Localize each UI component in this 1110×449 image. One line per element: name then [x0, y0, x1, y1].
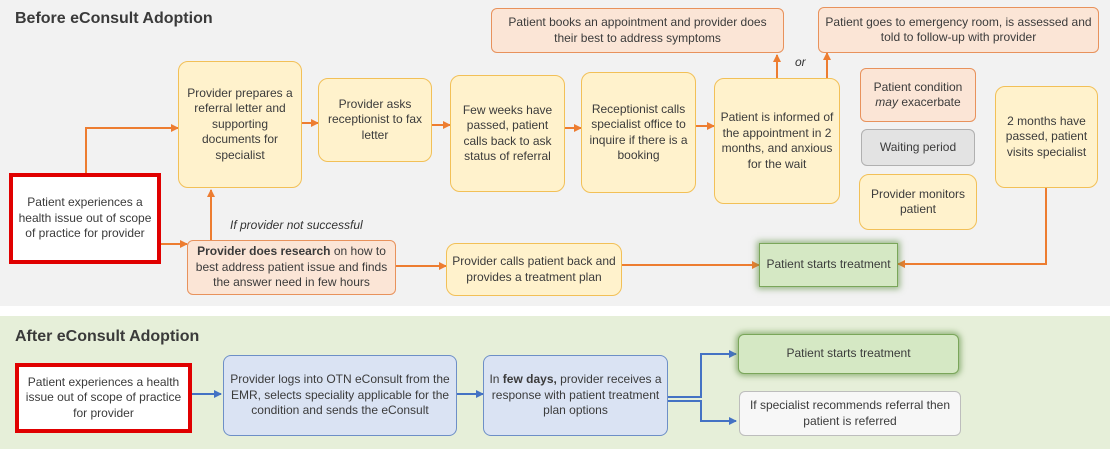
after-patient-issue-box: Patient experiences a health issue out o… [15, 363, 192, 433]
response-bold: few days, [502, 372, 557, 387]
waiting-period-box: Waiting period [861, 129, 975, 166]
informed-box: Patient is informed of the appointment i… [714, 78, 840, 204]
arrow-issue-to-referral [85, 124, 179, 174]
two-months-box: 2 months have passed, patient visits spe… [995, 86, 1098, 188]
fax-letter-text: Provider asks receptionist to fax letter [327, 96, 423, 142]
before-patient-issue-box: Patient experiences a health issue out o… [9, 173, 161, 264]
research-box: Provider does research on how to best ad… [187, 240, 396, 295]
arrow-specialist-to-treatment [897, 188, 1047, 268]
or-label: or [795, 55, 806, 69]
referral-letter-box: Provider prepares a referral letter and … [178, 61, 302, 188]
provider-monitors-box: Provider monitors patient [859, 174, 977, 230]
few-weeks-box: Few weeks have passed, patient calls bac… [450, 75, 565, 192]
research-rest: on how to best address patient issue and… [195, 244, 388, 290]
after-starts-treatment-text: Patient starts treatment [786, 346, 911, 361]
fax-letter-box: Provider asks receptionist to fax letter [318, 78, 432, 162]
response-text: In few days, provider receives a respons… [488, 372, 663, 419]
arrow-response-to-treatment [668, 350, 737, 398]
receptionist-calls-box: Receptionist calls specialist office to … [581, 72, 696, 193]
if-not-successful-label: If provider not successful [230, 218, 363, 232]
books-appointment-box: Patient books an appointment and provide… [491, 8, 784, 53]
logs-in-text: Provider logs into OTN eConsult from the… [230, 372, 450, 418]
informed-text: Patient is informed of the appointment i… [720, 110, 834, 171]
referred-box: If specialist recommends referral then p… [739, 391, 961, 436]
calls-back-text: Provider calls patient back and provides… [452, 254, 616, 284]
emergency-room-box: Patient goes to emergency room, is asses… [818, 7, 1099, 53]
few-weeks-text: Few weeks have passed, patient calls bac… [462, 102, 553, 164]
arrow-response-to-referred [668, 400, 737, 425]
condition-prefix: Patient condition [873, 79, 963, 94]
response-prefix: In [489, 372, 503, 387]
before-starts-treatment-text: Patient starts treatment [766, 257, 891, 272]
referred-text: If specialist recommends referral then p… [749, 398, 951, 428]
two-months-text: 2 months have passed, patient visits spe… [1005, 113, 1088, 159]
condition-text: Patient condition may exacerbate [865, 80, 971, 111]
logs-in-box: Provider logs into OTN eConsult from the… [223, 355, 457, 436]
before-title: Before eConsult Adoption [15, 10, 213, 27]
research-bold: Provider does research [197, 244, 331, 259]
before-patient-issue-text: Patient experiences a health issue out o… [18, 195, 152, 241]
before-starts-treatment-box: Patient starts treatment [759, 243, 898, 287]
books-appointment-text: Patient books an appointment and provide… [508, 15, 767, 45]
after-starts-treatment-box: Patient starts treatment [738, 334, 959, 374]
emergency-room-text: Patient goes to emergency room, is asses… [825, 14, 1092, 45]
condition-suffix: exacerbate [901, 95, 961, 109]
research-text: Provider does research on how to best ad… [192, 244, 391, 291]
receptionist-calls-text: Receptionist calls specialist office to … [589, 101, 688, 163]
waiting-period-text: Waiting period [879, 139, 957, 154]
after-patient-issue-text: Patient experiences a health issue out o… [25, 374, 182, 420]
after-title: After eConsult Adoption [15, 328, 200, 345]
referral-letter-text: Provider prepares a referral letter and … [187, 85, 293, 162]
condition-emphasis: may [875, 95, 898, 109]
response-box: In few days, provider receives a respons… [483, 355, 668, 436]
response-rest: provider receives a response with patien… [491, 372, 662, 418]
condition-box: Patient condition may exacerbate [860, 68, 976, 122]
provider-monitors-text: Provider monitors patient [870, 186, 966, 217]
calls-back-box: Provider calls patient back and provides… [446, 243, 622, 296]
